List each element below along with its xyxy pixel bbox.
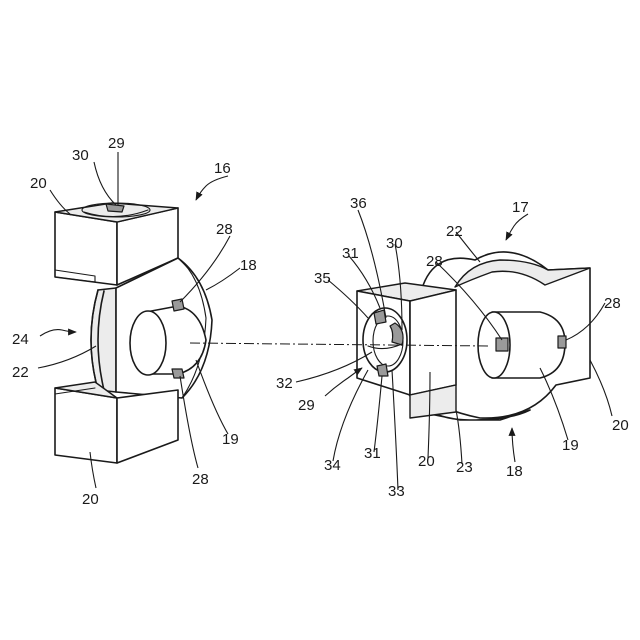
label-28-d: 28 (604, 295, 621, 312)
label-17: 17 (512, 199, 529, 216)
label-28-c: 28 (426, 253, 443, 270)
label-32: 32 (276, 375, 293, 392)
label-19-left: 19 (222, 431, 239, 448)
label-31-b: 31 (364, 445, 381, 462)
label-28-b: 28 (192, 471, 209, 488)
slot-31-upper (374, 310, 386, 324)
label-29-right: 29 (298, 397, 315, 414)
label-30-right: 30 (386, 235, 403, 252)
key-28-right-outer (558, 336, 566, 348)
label-20-c: 20 (418, 453, 435, 470)
key-28-upper-left (172, 299, 184, 311)
slot-31-lower (377, 364, 388, 376)
label-31-a: 31 (342, 245, 359, 262)
label-20-a: 20 (30, 175, 47, 192)
label-18-left: 18 (240, 257, 257, 274)
label-30-left: 30 (72, 147, 89, 164)
label-20-b: 20 (82, 491, 99, 508)
label-24: 24 (12, 331, 29, 348)
label-20-d: 20 (612, 417, 629, 434)
lower-block (55, 382, 178, 463)
label-18-right: 18 (506, 463, 523, 480)
right-block (357, 283, 456, 418)
label-34: 34 (324, 457, 341, 474)
label-16: 16 (214, 160, 231, 177)
label-22-left: 22 (12, 364, 29, 381)
label-23: 23 (456, 459, 473, 476)
key-28-lower-left (172, 369, 184, 378)
label-22-right: 22 (446, 223, 463, 240)
label-19-right: 19 (562, 437, 579, 454)
label-36: 36 (350, 195, 367, 212)
component-17 (357, 252, 590, 420)
slot-29-left (106, 204, 124, 212)
label-33: 33 (388, 483, 405, 500)
label-29-left: 29 (108, 135, 125, 152)
label-35: 35 (314, 270, 331, 287)
label-28-a: 28 (216, 221, 233, 238)
